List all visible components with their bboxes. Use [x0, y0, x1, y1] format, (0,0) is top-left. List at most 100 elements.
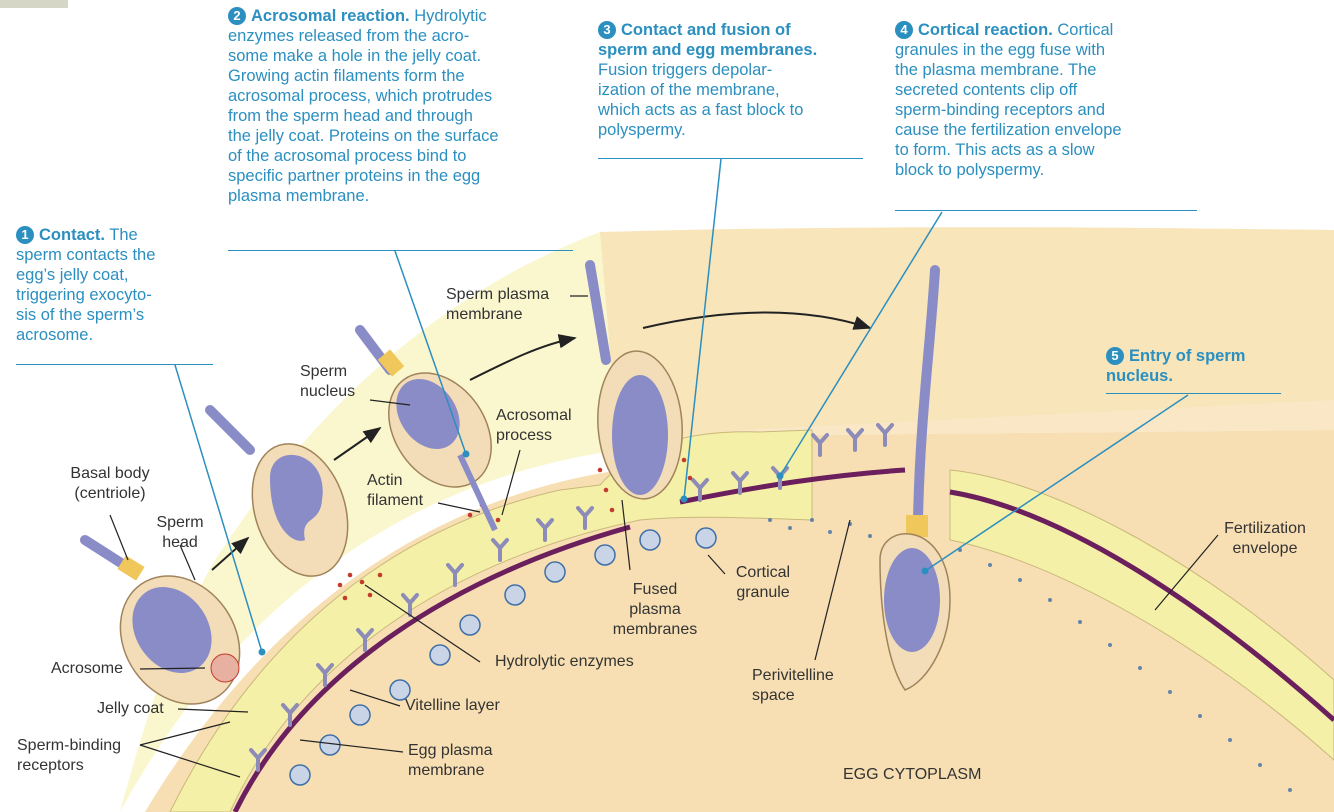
step-2-line-0: Hydrolytic — [409, 7, 487, 25]
step-2-line-8: specific partner proteins in the egg — [228, 167, 481, 185]
step-4-line-3: secreted contents clip off — [895, 81, 1078, 99]
step-3-line-0: Fusion triggers depolar- — [598, 61, 773, 79]
step-1-line-3: triggering exocyto- — [16, 286, 152, 304]
step-3-caption: 3 Contact and fusion of sperm and egg mem… — [598, 20, 878, 140]
jelly-coat-band — [169, 429, 813, 812]
label-sperm-binding-receptors-0: Sperm-binding — [17, 737, 122, 754]
step-3-line-2: which acts as a fast block to — [598, 101, 804, 119]
step-1-number: 1 — [16, 226, 34, 244]
step-2-line-1: enzymes released from the acro- — [228, 27, 470, 45]
step-2-line-7: of the acrosomal process bind to — [228, 147, 467, 165]
label-sperm-binding-receptors-1: receptors — [17, 757, 84, 774]
step-3-line-1: ization of the membrane, — [598, 81, 780, 99]
label-acrosomal-process-1: process — [496, 427, 553, 444]
label-acrosomal-process-0: Acrosomal — [496, 407, 572, 424]
step-2-line-3: Growing actin filaments form the — [228, 67, 465, 85]
label-fertilization-envelope: Fertilization envelope — [1210, 519, 1320, 559]
step-1-line-0: The — [105, 226, 138, 244]
step-1-title: Contact. — [39, 226, 105, 244]
label-basal-body: Basal body (centriole) — [50, 464, 170, 504]
label-sperm-head-1: head — [162, 534, 198, 551]
step-4-line-0: Cortical — [1052, 21, 1114, 39]
step-4-line-2: the plasma membrane. The — [895, 61, 1097, 79]
label-egg-plasma-membrane-1: membrane — [408, 762, 485, 779]
step-2-line-4: acrosomal process, which protrudes — [228, 87, 493, 105]
caption-leader-lines — [174, 158, 1189, 653]
egg-plasma-membrane-line — [232, 524, 631, 812]
step-5-underline — [1106, 393, 1281, 394]
label-sperm-plasma-membrane-0: Sperm plasma — [446, 286, 550, 303]
label-fused-plasma-membranes: Fused plasma membranes — [595, 580, 715, 640]
step-2-line-2: some make a hole in the jelly coat. — [228, 47, 482, 65]
label-perivitelline-space-1: space — [752, 687, 795, 704]
sperm-fusing — [585, 260, 683, 500]
page-corner-tab — [0, 0, 68, 8]
label-vitelline-layer: Vitelline layer — [405, 697, 500, 714]
step-3-title-0: Contact and fusion of — [621, 21, 791, 39]
label-cortical-granule-1: granule — [736, 584, 790, 601]
label-sperm-binding-receptors: Sperm-binding receptors — [17, 736, 121, 776]
label-fertilization-envelope-0: Fertilization — [1224, 520, 1306, 537]
label-sperm-head: Sperm head — [140, 513, 220, 553]
label-perivitelline-space-0: Perivitelline — [752, 667, 834, 684]
step-5-title-1: nucleus. — [1106, 367, 1173, 385]
step-1-line-1: sperm contacts the — [16, 246, 156, 264]
step-3-title-1: sperm and egg membranes. — [598, 41, 818, 59]
fused-membrane-line — [679, 467, 906, 505]
step-1-line-2: egg’s jelly coat, — [16, 266, 129, 284]
label-fused-plasma-membranes-1: plasma — [629, 601, 681, 618]
sperm-acrosomal-start — [205, 405, 349, 577]
label-sperm-nucleus-0: Sperm — [300, 363, 348, 380]
label-basal-body-0: Basal body — [70, 465, 150, 482]
step-4-number: 4 — [895, 21, 913, 39]
step-4-underline — [895, 210, 1197, 211]
label-sperm-nucleus-1: nucleus — [300, 383, 356, 400]
label-acrosome: Acrosome — [51, 660, 124, 677]
sperm-acrosomal-process — [355, 325, 498, 532]
label-perivitelline-space: Perivitelline space — [752, 666, 834, 706]
label-sperm-plasma-membrane: Sperm plasma membrane — [446, 285, 549, 325]
step-4-line-7: block to polyspermy. — [895, 161, 1045, 179]
label-egg-plasma-membrane: Egg plasma membrane — [408, 741, 493, 781]
label-sperm-plasma-membrane-1: membrane — [446, 306, 523, 323]
sperm-binding-receptor-row — [249, 423, 894, 772]
label-actin-filament-0: Actin — [367, 472, 403, 489]
step-2-line-6: the jelly coat. Proteins on the surface — [228, 127, 499, 145]
step-3-line-3: polyspermy. — [598, 121, 686, 139]
label-fused-plasma-membranes-0: Fused — [632, 581, 678, 598]
label-fused-plasma-membranes-2: membranes — [612, 621, 698, 638]
label-leader-lines — [109, 295, 1219, 778]
label-egg-plasma-membrane-0: Egg plasma — [408, 742, 493, 759]
label-acrosomal-process: Acrosomal process — [496, 406, 572, 446]
fertilization-envelope-band — [949, 469, 1334, 761]
label-sperm-nucleus: Sperm nucleus — [300, 362, 355, 402]
sperm-contact — [80, 535, 241, 705]
step-2-line-9: plasma membrane. — [228, 187, 370, 205]
step-3-number: 3 — [598, 21, 616, 39]
step-4-line-1: granules in the egg fuse with — [895, 41, 1106, 59]
step-5-title-0: Entry of sperm — [1129, 347, 1246, 365]
step-4-title: Cortical reaction. — [918, 21, 1053, 39]
step-4-line-6: to form. This acts as a slow — [895, 141, 1095, 159]
step-1-line-4: sis of the sperm’s — [16, 306, 145, 324]
label-actin-filament-1: filament — [367, 492, 424, 509]
cortical-granules — [289, 527, 717, 786]
cytoplasm-upper-region — [600, 227, 1334, 470]
step-4-line-4: sperm-binding receptors and — [895, 101, 1106, 119]
step-2-underline — [228, 250, 573, 251]
label-cortical-granule-0: Cortical — [735, 564, 791, 581]
step-4-caption: 4 Cortical reaction. Cortical granules in… — [895, 20, 1225, 180]
process-arrows — [211, 311, 872, 571]
fertilization-envelope-line — [949, 489, 1334, 722]
step-1-caption: 1 Contact. The sperm contacts the egg’s j… — [16, 225, 216, 345]
label-basal-body-1: (centriole) — [74, 485, 146, 502]
step-5-number: 5 — [1106, 347, 1124, 365]
label-egg-cytoplasm: EGG CYTOPLASM — [843, 766, 982, 783]
label-cortical-granule: Cortical granule — [723, 563, 803, 603]
label-actin-filament: Actin filament — [367, 471, 423, 511]
step-5-caption: 5 Entry of sperm nucleus. — [1106, 346, 1306, 386]
label-fertilization-envelope-1: envelope — [1232, 540, 1298, 557]
step-2-line-5: from the sperm head and through — [228, 107, 473, 125]
step-2-title: Acrosomal reaction. — [251, 7, 410, 25]
